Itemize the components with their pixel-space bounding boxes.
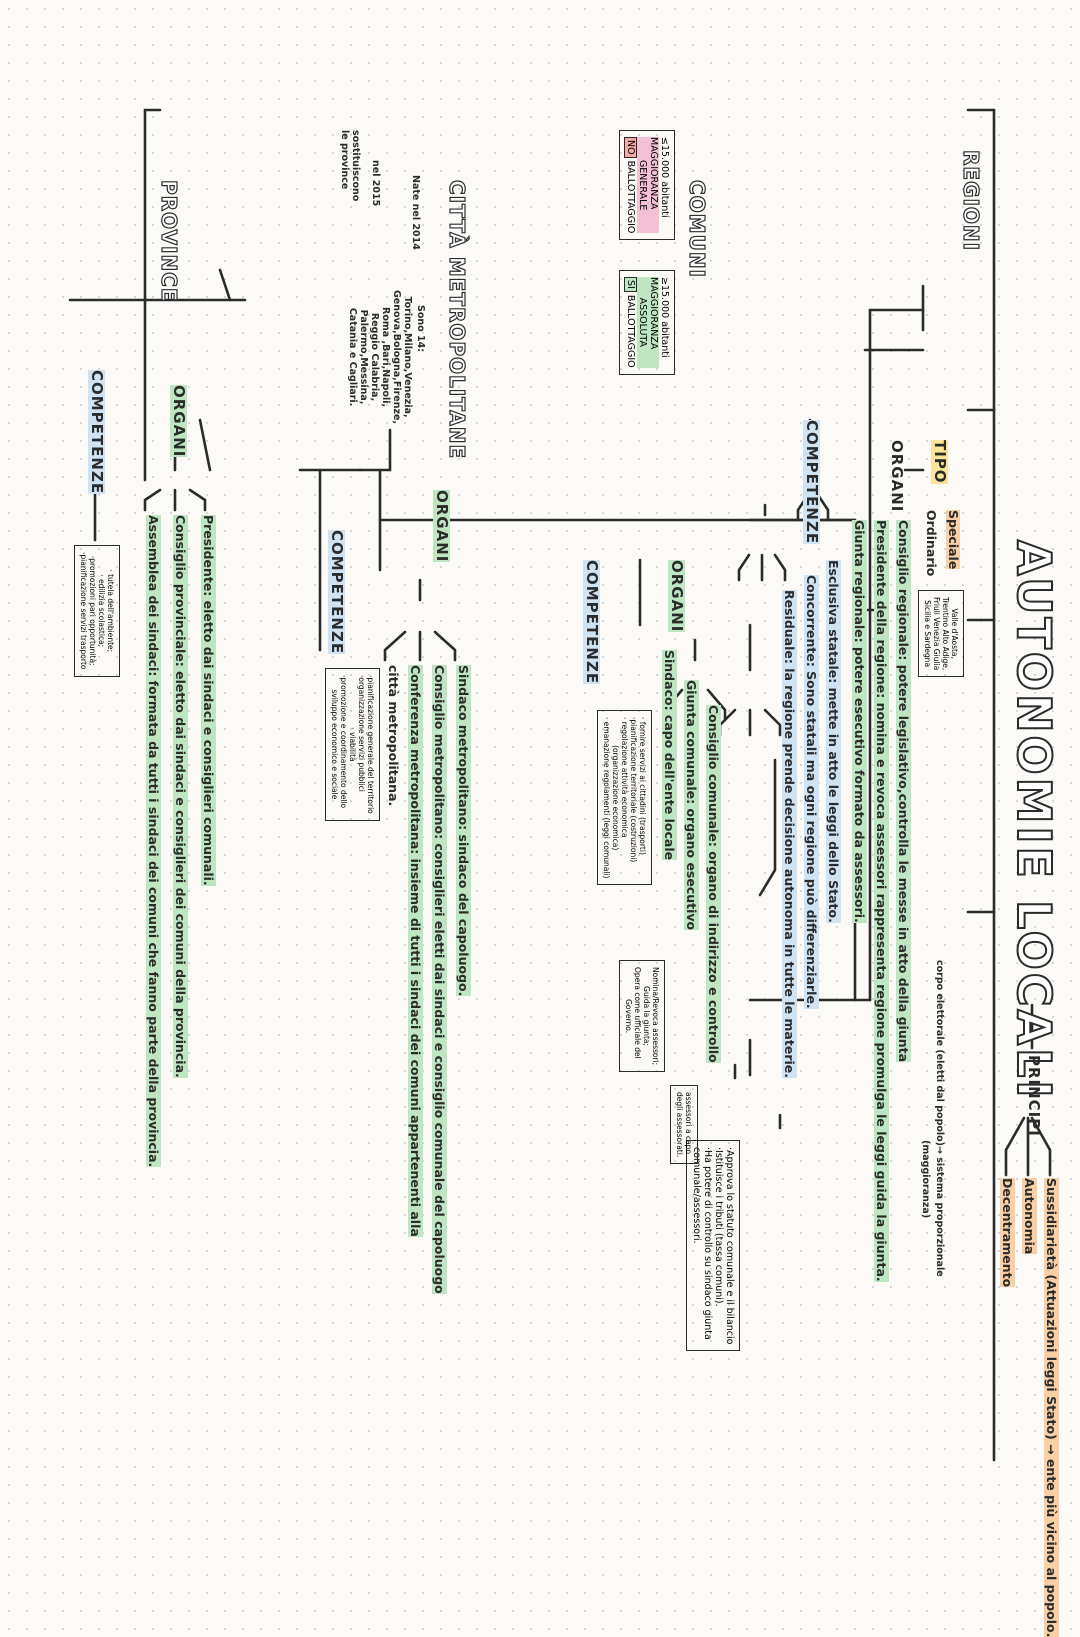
citta-list: Torino,Milano,Venezia, Genova,Bologna,Fi… [347,290,413,425]
comuni-organo-sindaco: Sindaco: capo dell'ente locale [662,650,677,861]
comuni-small-box: ≤15.000 abitanti MAGGIORANZA GENERALE NO… [619,130,675,241]
province-organo-presidente: Presidente: eletto dai sindaci e consigl… [201,515,216,886]
comuni-organo-consiglio: Consiglio comunale: organo di indirizzo … [706,705,721,1063]
consiglio-comunale-box: ·Approva lo statuto comunale e il bilanc… [686,1140,740,1352]
citta-organo-sindaco: Sindaco metropolitano: sindaco del capol… [456,665,471,997]
citta-sono: Sono 14: [415,305,426,352]
comuni-organo-giunta: Giunta comunale: organo esecutivo [684,680,699,931]
tipo-speciale: Speciale [945,510,961,570]
citta-nel-2015: nel 2015 [370,160,381,207]
province-label: PROVINCE [156,179,181,303]
comuni-competenze-box: · fornire servizi ai cittadini (trasport… [597,710,652,886]
citta-sostituiscono: sostituiscono le province [339,130,361,202]
regioni-competenze-label: COMPETENZE [802,420,821,545]
comuni-organi-label: ORGANI [667,560,686,633]
regioni-organo-consiglio: Consiglio regionale: potere legislativo,… [896,520,911,1063]
regioni-consiglio-note: corpo elettorale (eletti dal popolo)→ si… [934,960,945,1277]
province-organo-assemblea: Assemblea dei sindaci: formata da tutti … [146,515,161,1168]
citta-competenze-box: ·pianificazione generale del territorio … [325,668,380,821]
regioni-consiglio-note-2: (maggioranza) [920,1140,931,1219]
province-organi-label: ORGANI [169,385,188,458]
principi-item-sussidiarieta: Sussidiarietà (Attuazioni leggi Stato) →… [1044,1178,1059,1637]
regioni-organi-label: ORGANI [888,440,906,513]
comuni-large-box: ≥15.000 abitanti MAGGIORANZA ASSOLUTA SI… [619,270,675,375]
principi-item-autonomia: Autonomia [1022,1178,1037,1255]
regioni-competenza-concorrente: Concorrente: Sono statali ma ogni region… [804,575,819,1009]
regioni-competenza-esclusiva: Esclusiva statale: mette in atto le legg… [826,560,841,923]
regioni-organo-presidente: Presidente della regione: nomina e revoc… [874,520,889,1282]
sindaco-box: Nomina/Revoca assessori; Guida la giunta… [619,960,665,1073]
province-competenze-label: COMPETENZE [87,370,106,495]
citta-metropolitane-label: CITTÀ METROPOLITANE [444,179,469,460]
principi-item-decentramento: Decentramento [1000,1178,1015,1288]
citta-nate: Nate nel 2014 [410,175,421,250]
page-title: AUTONOMIE LOCALI [1006,539,1062,1102]
province-competenze-box: · tutela dell'ambiente; · edilizia scola… [74,545,120,677]
province-organo-consiglio: Consiglio provinciale: eletto dai sindac… [173,515,188,1078]
tipo-ordinario: Ordinario [924,510,939,577]
giunta-comunale-box: assessori a capo degli assessorati. [670,1085,698,1165]
regioni-organo-giunta: Giunta regionale: potere esecutivo forma… [852,520,867,923]
principi-label: PRINCIPI [1025,1055,1043,1137]
regioni-competenza-residuale: Residuale: la regione prende decisione a… [782,590,797,1079]
comuni-label: COMUNI [684,179,709,279]
regioni-label: REGIONI [958,149,983,252]
citta-competenze-label: COMPETENZE [327,530,346,655]
mind-map-canvas: AUTONOMIE LOCALI PRINCIPI Sussidiarietà … [68,108,1062,1637]
comuni-competenze-label: COMPETENZE [582,560,601,685]
citta-organi-label: ORGANI [432,490,451,563]
citta-organo-consiglio: Consiglio metropolitano: consiglieri ele… [432,665,447,1294]
speciale-list-box: Valle d'Aosta, Trentino Alto Adige, Friu… [918,590,964,678]
citta-organo-conferenza: Conferenza metropolitana: insieme di tut… [408,665,423,1237]
citta-organo-conferenza-cont: città metropolitana. [386,665,401,807]
tipo-label: TIPO [930,440,949,484]
